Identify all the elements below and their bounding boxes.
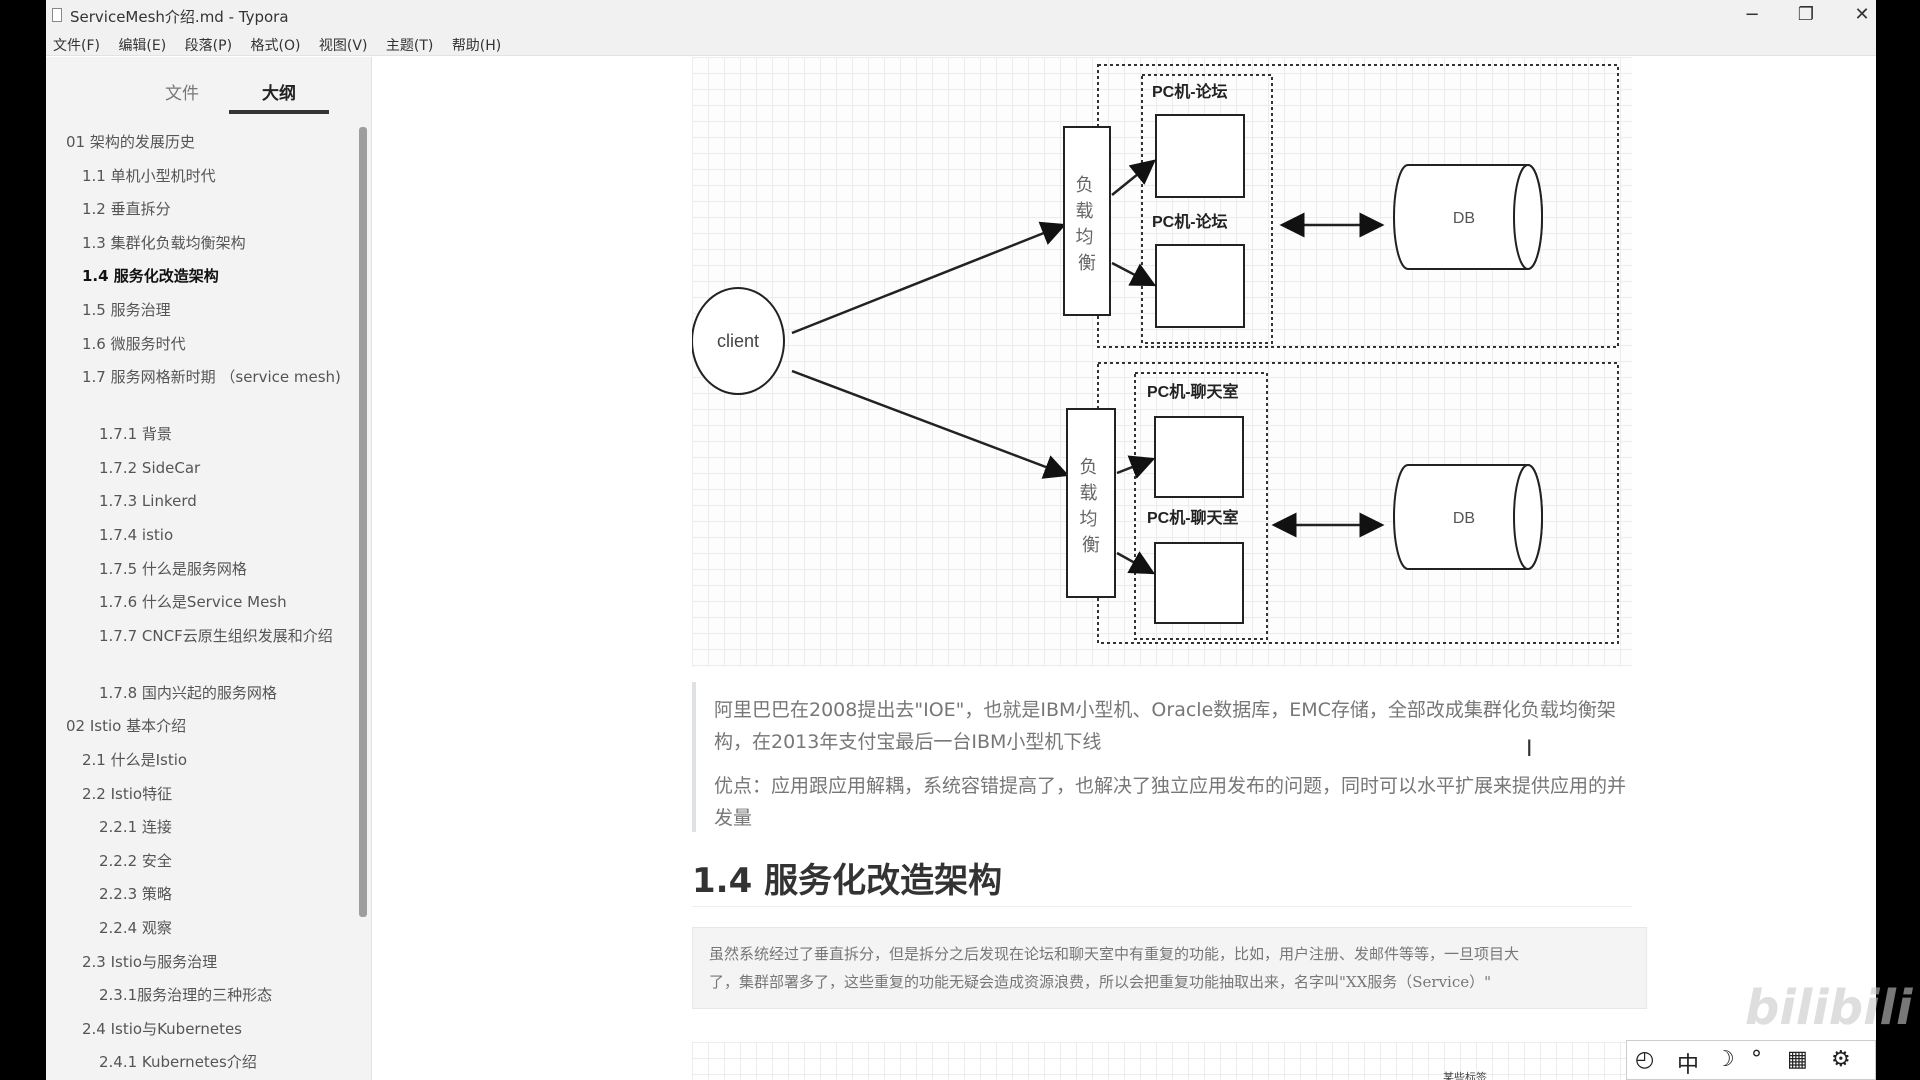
tab-outline[interactable]: 大纲 — [262, 84, 296, 104]
pc-chat-2-box — [1154, 542, 1244, 624]
ime-toolbar: ◴ 中 ☽ ° ▦ ⚙ — [1626, 1040, 1876, 1080]
architecture-diagram: client 负 载 均 衡 负 载 均 衡 — [692, 57, 1632, 667]
outline-item[interactable]: 2.2.3 策略 — [99, 885, 172, 904]
title-bar: ServiceMesh介绍.md - Typora − ❐ ✕ — [46, 0, 1876, 30]
window-title: ServiceMesh介绍.md - Typora — [70, 8, 289, 26]
typora-app-icon — [52, 8, 62, 22]
menu-theme[interactable]: 主题(T) — [385, 38, 434, 54]
lb-top-label: 负 载 均 衡 — [1075, 175, 1098, 273]
outline-item[interactable]: 1.7 服务网格新时期 （service mesh) — [82, 368, 341, 387]
outline-item[interactable]: 1.3 集群化负载均衡架构 — [82, 233, 246, 252]
menu-file[interactable]: 文件(F) — [53, 38, 100, 54]
outline-item[interactable]: 1.7.3 Linkerd — [99, 492, 197, 511]
menu-view[interactable]: 视图(V) — [318, 38, 368, 54]
pc-forum-1-box — [1155, 114, 1245, 198]
outline-item[interactable]: 1.7.5 什么是服务网格 — [99, 559, 247, 578]
minimize-button[interactable]: − — [1744, 4, 1760, 25]
next-diagram-preview — [692, 1042, 1632, 1080]
outline-item[interactable]: 02 Istio 基本介绍 — [66, 717, 187, 736]
outline-item[interactable]: 01 架构的发展历史 — [66, 133, 195, 151]
text-cursor-icon: I — [1526, 737, 1533, 762]
lb-bottom-to-chat-1-arrow — [1116, 455, 1156, 479]
db-bottom-cylinder — [1393, 464, 1543, 570]
sidebar-tabs: 文件 大纲 — [46, 57, 372, 119]
pc-chat-1-box — [1154, 416, 1244, 498]
load-balancer-bottom — [1066, 408, 1116, 598]
code-block[interactable]: 虽然系统经过了垂直拆分，但是拆分之后发现在论坛和聊天室中有重复的功能，比如，用户… — [692, 927, 1647, 1009]
outline-item[interactable]: 1.7.4 istio — [99, 526, 174, 544]
menu-help[interactable]: 帮助(H) — [451, 38, 502, 54]
outline-item[interactable]: 1.7.2 SideCar — [99, 458, 201, 477]
outline-item[interactable]: 2.2.4 观察 — [99, 919, 172, 937]
menu-format[interactable]: 格式(O) — [250, 38, 301, 54]
tab-files[interactable]: 文件 — [165, 84, 199, 104]
forum-servers-border — [1141, 74, 1273, 344]
lb-top-to-forum-2-arrow — [1111, 261, 1157, 287]
load-balancer-top — [1063, 126, 1111, 316]
outline-item[interactable]: 1.7.7 CNCF云原生组织发展和介绍 — [99, 626, 333, 645]
restore-button[interactable]: ❐ — [1797, 4, 1815, 25]
outline-item[interactable]: 1.4 服务化改造架构 — [82, 267, 219, 286]
lb-bottom-label: 负 载 均 衡 — [1079, 457, 1102, 555]
client-node — [692, 287, 785, 395]
outline-item[interactable]: 1.7.8 国内兴起的服务网格 — [99, 683, 277, 702]
db-top-label: DB — [1453, 210, 1475, 227]
pc-forum-2-label: PC机-论坛 — [1152, 212, 1228, 231]
typora-window: ServiceMesh介绍.md - Typora − ❐ ✕ 文件(F) 编辑… — [46, 0, 1876, 1080]
ime-mode-icon[interactable]: ◴ — [1635, 1047, 1655, 1072]
outline-item[interactable]: 1.5 服务治理 — [82, 301, 171, 319]
chat-servers-border — [1134, 372, 1268, 640]
menu-bar: 文件(F) 编辑(E) 段落(P) 格式(O) 视图(V) 主题(T) 帮助(H… — [46, 30, 1876, 56]
sidebar-scrollbar[interactable] — [359, 127, 367, 917]
ime-halfwidth-moon-icon[interactable]: ☽ — [1715, 1047, 1735, 1072]
outline-item[interactable]: 2.4.1 Kubernetes介绍 — [99, 1053, 257, 1072]
quote-paragraph-ioe: 阿里巴巴在2008提出去"IOE"，也就是IBM小型机、Oracle数据库，EM… — [714, 699, 1616, 753]
client-label: client — [717, 331, 759, 351]
pc-forum-2-box — [1155, 244, 1245, 328]
outline-item[interactable]: 1.1 单机小型机时代 — [82, 166, 216, 185]
sidebar: 文件 大纲 01 架构的发展历史 1.1 单机小型机时代 1.2 垂直拆分 1.3 集… — [46, 57, 446, 1080]
sidebar-footer: ‹ </> — [46, 1043, 446, 1080]
lb-bottom-to-chat-2-arrow — [1116, 551, 1156, 575]
outline-item[interactable]: 2.4 Istio与Kubernetes — [82, 1019, 242, 1038]
ime-settings-gear-icon[interactable]: ⚙ — [1831, 1047, 1851, 1072]
ime-chinese-toggle[interactable]: 中 — [1677, 1053, 1700, 1078]
outline-item[interactable]: 2.1 什么是Istio — [82, 751, 188, 769]
menu-edit[interactable]: 编辑(E) — [118, 38, 167, 54]
outline-item[interactable]: 2.2.2 安全 — [99, 851, 172, 870]
forum-cluster-border — [1097, 64, 1619, 348]
outline-item[interactable]: 2.2 Istio特征 — [82, 784, 173, 803]
close-button[interactable]: ✕ — [1854, 4, 1870, 25]
blockquote[interactable]: 阿里巴巴在2008提出去"IOE"，也就是IBM小型机、Oracle数据库，EM… — [692, 682, 1632, 832]
outline-item[interactable]: 1.7.6 什么是Service Mesh — [99, 593, 287, 612]
active-tab-indicator — [229, 110, 329, 114]
outline-item[interactable]: 1.7.1 背景 — [99, 425, 172, 444]
diagram-svg: client 负 载 均 衡 负 载 均 衡 — [692, 64, 1619, 644]
client-to-lb-top-arrow — [791, 221, 1067, 335]
pc-forum-1-label: PC机-论坛 — [1152, 82, 1228, 101]
lb-top-to-forum-1-arrow — [1111, 159, 1156, 196]
menu-paragraph[interactable]: 段落(P) — [184, 38, 233, 54]
code-line-2: 了，集群部署多了，这些重复的功能无疑会造成资源浪费，所以会把重复功能抽取出来，名… — [709, 973, 1492, 991]
section-heading[interactable]: 1.4 服务化改造架构 — [692, 847, 1632, 907]
editor-area[interactable]: client 负 载 均 衡 负 载 均 衡 — [373, 57, 1863, 1080]
db-bottom-label: DB — [1453, 510, 1475, 527]
outline-item[interactable]: 1.6 微服务时代 — [82, 334, 186, 353]
pc-chat-1-label: PC机-聊天室 — [1147, 382, 1239, 401]
code-line-1: 虽然系统经过了垂直拆分，但是拆分之后发现在论坛和聊天室中有重复的功能，比如，用户… — [709, 945, 1520, 963]
db-top-cylinder — [1393, 164, 1543, 270]
bilibili-watermark: bilibili — [1745, 980, 1913, 1036]
ime-punctuation-icon[interactable]: ° — [1751, 1047, 1762, 1072]
pc-chat-2-label: PC机-聊天室 — [1147, 508, 1239, 527]
outline-item[interactable]: 2.2.1 连接 — [99, 818, 172, 837]
outline-item[interactable]: 1.2 垂直拆分 — [82, 200, 171, 219]
next-diagram-label: 某些标签 — [1443, 1071, 1487, 1080]
outline-item[interactable]: 2.3.1服务治理的三种形态 — [99, 986, 273, 1005]
client-to-lb-bottom-arrow — [791, 369, 1070, 479]
quote-paragraph-advantages: 优点：应用跟应用解耦，系统容错提高了，也解决了独立应用发布的问题，同时可以水平扩… — [714, 775, 1627, 829]
ime-keyboard-icon[interactable]: ▦ — [1787, 1047, 1808, 1072]
outline-item[interactable]: 2.3 Istio与服务治理 — [82, 952, 218, 971]
